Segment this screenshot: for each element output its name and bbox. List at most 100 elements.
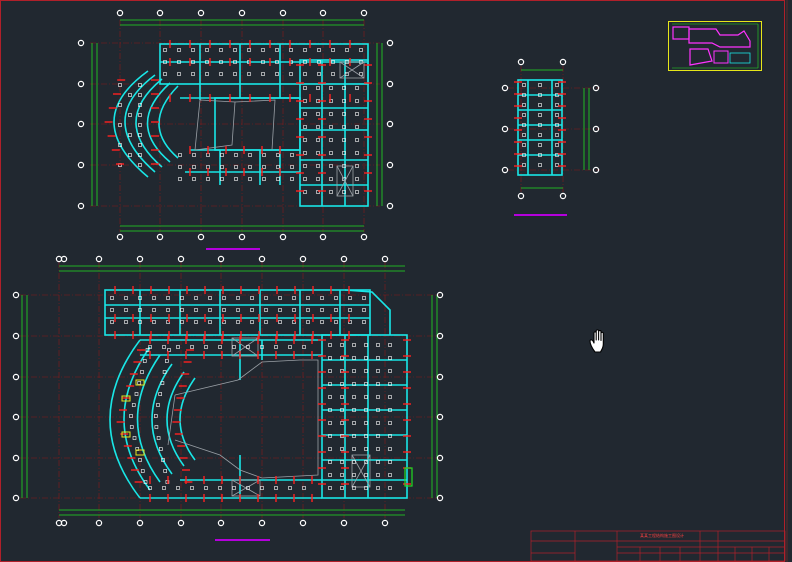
column-mark — [388, 408, 392, 412]
column-mark — [148, 486, 152, 490]
grid-bubble — [177, 519, 185, 527]
column-mark — [376, 447, 380, 451]
column-mark — [154, 425, 159, 429]
column-mark — [261, 48, 265, 52]
column-mark — [178, 165, 182, 169]
column-mark — [538, 163, 542, 167]
grid-bubble — [217, 255, 225, 263]
column-mark — [118, 123, 122, 127]
grid-bubble — [116, 233, 124, 241]
grid-bubble — [340, 519, 348, 527]
grid-bubble — [136, 255, 144, 263]
grid-bubble — [77, 80, 85, 88]
grid-bubble — [501, 84, 509, 92]
column-mark — [303, 177, 307, 181]
column-mark — [376, 343, 380, 347]
highlighted-beam — [135, 449, 145, 456]
column-mark — [152, 320, 156, 324]
column-mark — [260, 345, 264, 349]
column-mark — [522, 153, 526, 157]
column-mark — [328, 356, 332, 360]
column-mark — [364, 460, 368, 464]
column-mark — [352, 473, 356, 477]
column-mark — [162, 345, 166, 349]
column-mark — [180, 308, 184, 312]
column-mark — [342, 125, 346, 129]
column-mark — [220, 165, 224, 169]
column-mark — [329, 112, 333, 116]
column-mark — [275, 48, 279, 52]
column-mark — [276, 177, 280, 181]
column-mark — [204, 345, 208, 349]
column-mark — [204, 486, 208, 490]
column-mark — [159, 447, 163, 451]
column-mark — [352, 356, 356, 360]
column-mark — [236, 308, 240, 312]
column-mark — [303, 164, 307, 168]
highlighted-beam — [121, 395, 131, 402]
column-mark — [303, 125, 307, 129]
column-mark — [316, 177, 320, 181]
column-mark — [364, 473, 368, 477]
column-mark — [180, 320, 184, 324]
column-mark — [118, 103, 122, 107]
column-mark — [163, 72, 167, 76]
grid-bubble — [77, 202, 85, 210]
plan-lower-large[interactable] — [12, 255, 444, 541]
column-mark — [194, 296, 198, 300]
column-mark — [152, 308, 156, 312]
column-mark — [316, 164, 320, 168]
grid-bubble — [77, 120, 85, 128]
column-mark — [342, 138, 346, 142]
column-mark — [555, 143, 559, 147]
column-mark — [302, 486, 306, 490]
grid-bubble — [592, 166, 600, 174]
column-mark — [352, 382, 356, 386]
column-mark — [261, 60, 265, 64]
column-mark — [388, 343, 392, 347]
plan-upper-left-grid-bubbles — [77, 9, 394, 241]
column-mark — [329, 164, 333, 168]
column-mark — [359, 72, 363, 76]
column-mark — [165, 359, 169, 363]
column-mark — [388, 460, 392, 464]
plan-upper-left[interactable] — [77, 9, 394, 250]
column-mark — [352, 486, 356, 490]
column-mark — [110, 308, 114, 312]
column-mark — [178, 177, 182, 181]
column-mark — [218, 486, 222, 490]
column-mark — [260, 486, 264, 490]
grid-bubble — [559, 58, 567, 66]
column-mark — [340, 343, 344, 347]
grid-bubble — [77, 161, 85, 169]
column-mark — [140, 370, 144, 374]
column-mark — [362, 296, 366, 300]
column-mark — [118, 83, 122, 87]
column-mark — [331, 72, 335, 76]
plan-upper-left-columns — [104, 40, 372, 194]
column-mark — [328, 486, 332, 490]
grid-bubble — [12, 291, 20, 299]
grid-bubble — [60, 255, 68, 263]
column-mark — [340, 356, 344, 360]
column-mark — [355, 177, 359, 181]
grid-bubble — [60, 519, 68, 527]
column-mark — [129, 414, 133, 418]
column-mark — [292, 296, 296, 300]
column-mark — [303, 112, 307, 116]
column-mark — [156, 403, 160, 407]
column-mark — [219, 72, 223, 76]
column-mark — [329, 86, 333, 90]
column-mark — [205, 48, 209, 52]
column-mark — [194, 308, 198, 312]
column-mark — [555, 83, 559, 87]
column-mark — [334, 296, 338, 300]
title-block[interactable] — [530, 530, 786, 562]
column-mark — [218, 345, 222, 349]
plan-small-right[interactable] — [501, 58, 600, 216]
overview-minimap[interactable] — [668, 21, 762, 71]
column-mark — [262, 153, 266, 157]
grid-bubble — [386, 80, 394, 88]
